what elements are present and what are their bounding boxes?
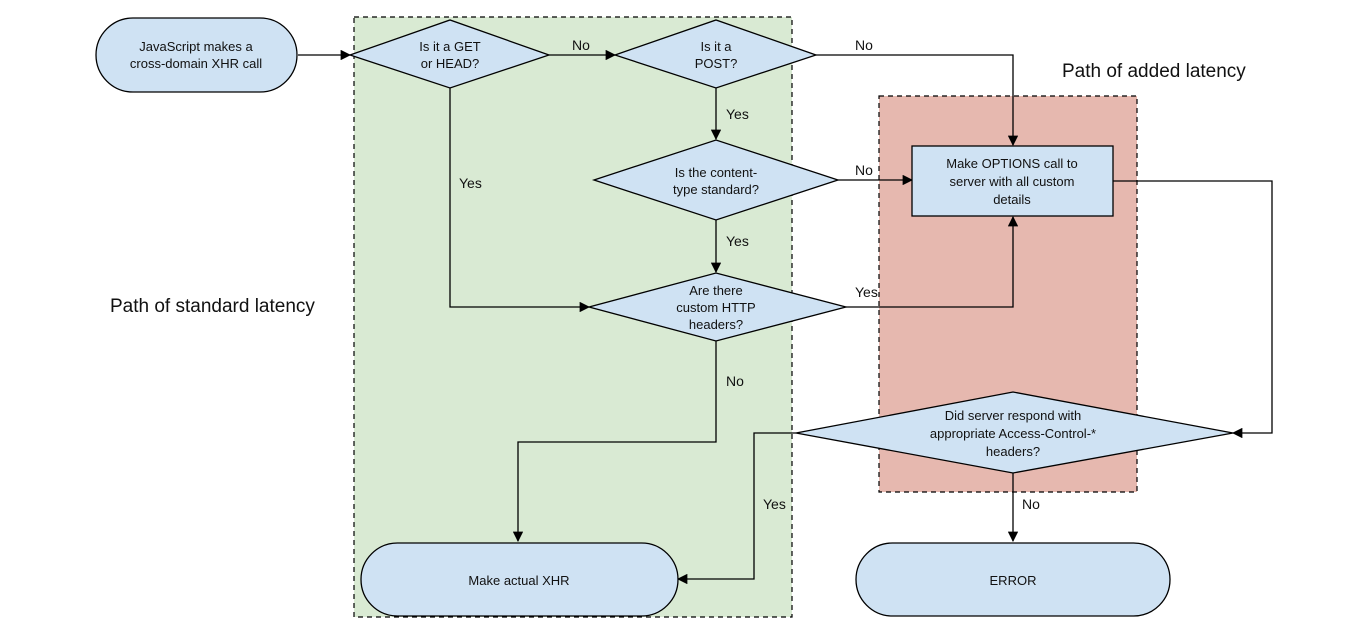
edges [298, 49, 1273, 585]
node-server-respond-line-3: headers? [986, 444, 1040, 459]
edge-label-get-head-yes: Yes [459, 175, 482, 191]
edge-post-no [816, 54, 1019, 147]
node-start-line-1: JavaScript makes a [139, 39, 253, 54]
edge-options-to-server [1113, 180, 1273, 439]
node-options-call-line-1: Make OPTIONS call to [946, 156, 1077, 171]
node-options-call-line-3: details [993, 192, 1031, 207]
edge-custom-headers-yes [846, 215, 1019, 308]
node-post-line-2: POST? [695, 56, 738, 71]
node-custom-headers-line-1: Are there [689, 283, 742, 298]
edge-label-get-head-no: No [572, 37, 590, 53]
node-get-head-line-1: Is it a GET [419, 39, 480, 54]
node-custom-headers-line-3: headers? [689, 317, 743, 332]
edge-label-custom-headers-no: No [726, 373, 744, 389]
edge-label-custom-headers-yes: Yes [855, 284, 878, 300]
added-latency-label: Path of added latency [1062, 61, 1246, 82]
edge-label-server-respond-no: No [1022, 496, 1040, 512]
node-get-head-line-2: or HEAD? [421, 56, 480, 71]
edge-label-post-no: No [855, 37, 873, 53]
edge-get-head-yes [449, 88, 591, 313]
edge-label-content-type-no: No [855, 162, 873, 178]
node-content-type-line-2: type standard? [673, 182, 759, 197]
node-start-line-2: cross-domain XHR call [130, 56, 262, 71]
node-make-xhr-label: Make actual XHR [468, 573, 569, 588]
edge-label-server-respond-yes: Yes [763, 496, 786, 512]
node-content-type-line-1: Is the content- [675, 165, 757, 180]
node-custom-headers-line-2: custom HTTP [676, 300, 755, 315]
edge-server-respond-yes [676, 432, 796, 585]
node-get-head: Is it a GET or HEAD? [347, 19, 552, 89]
node-error: ERROR [855, 542, 1171, 617]
node-server-respond-line-1: Did server respond with [945, 408, 1082, 423]
node-post-line-1: Is it a [700, 39, 732, 54]
node-options-call: Make OPTIONS call to server with all cus… [911, 145, 1114, 217]
node-options-call-line-2: server with all custom [950, 174, 1075, 189]
edge-label-content-type-yes: Yes [726, 233, 749, 249]
node-post: Is it a POST? [612, 19, 819, 89]
node-custom-headers: Are there custom HTTP headers? [586, 272, 849, 342]
node-make-xhr: Make actual XHR [360, 542, 679, 617]
node-content-type: Is the content- type standard? [591, 139, 841, 221]
node-server-respond: Did server respond with appropriate Acce… [795, 391, 1234, 474]
edge-custom-headers-no [512, 341, 717, 543]
edge-label-post-yes: Yes [726, 106, 749, 122]
node-start: JavaScript makes a cross-domain XHR call [95, 17, 298, 93]
node-server-respond-line-2: appropriate Access-Control-* [930, 426, 1096, 441]
standard-latency-label: Path of standard latency [110, 296, 315, 317]
node-error-label: ERROR [990, 573, 1037, 588]
